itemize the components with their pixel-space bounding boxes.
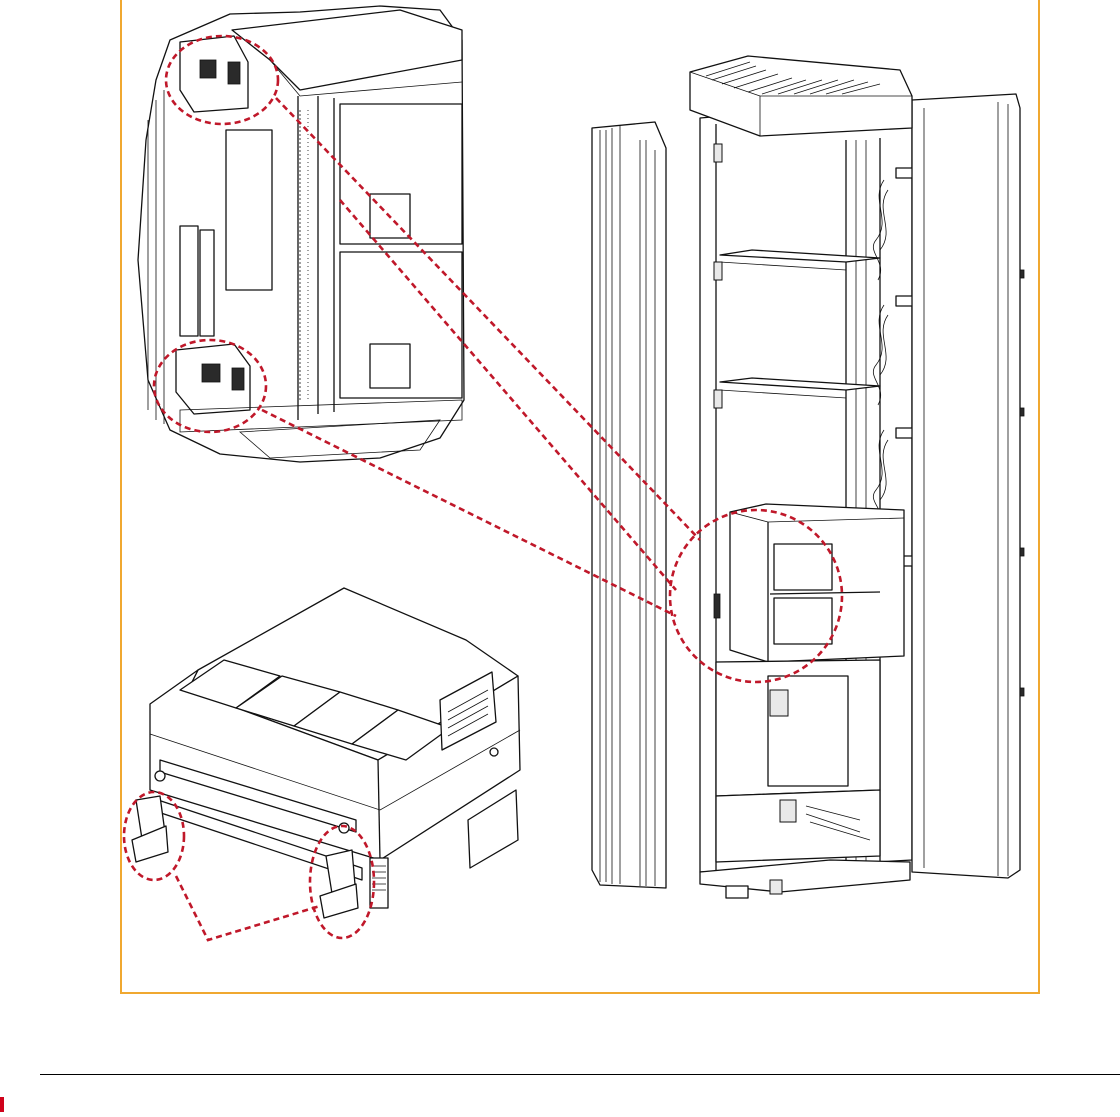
power-module-isometric xyxy=(124,588,520,938)
footer-rule xyxy=(40,1074,1120,1075)
footer-mark xyxy=(0,1097,4,1112)
leader-handles xyxy=(176,876,320,940)
cabinet-isometric xyxy=(592,56,1024,898)
installation-illustration xyxy=(0,0,1120,1000)
cabinet-right-door xyxy=(912,94,1024,878)
detail-view xyxy=(138,6,464,462)
